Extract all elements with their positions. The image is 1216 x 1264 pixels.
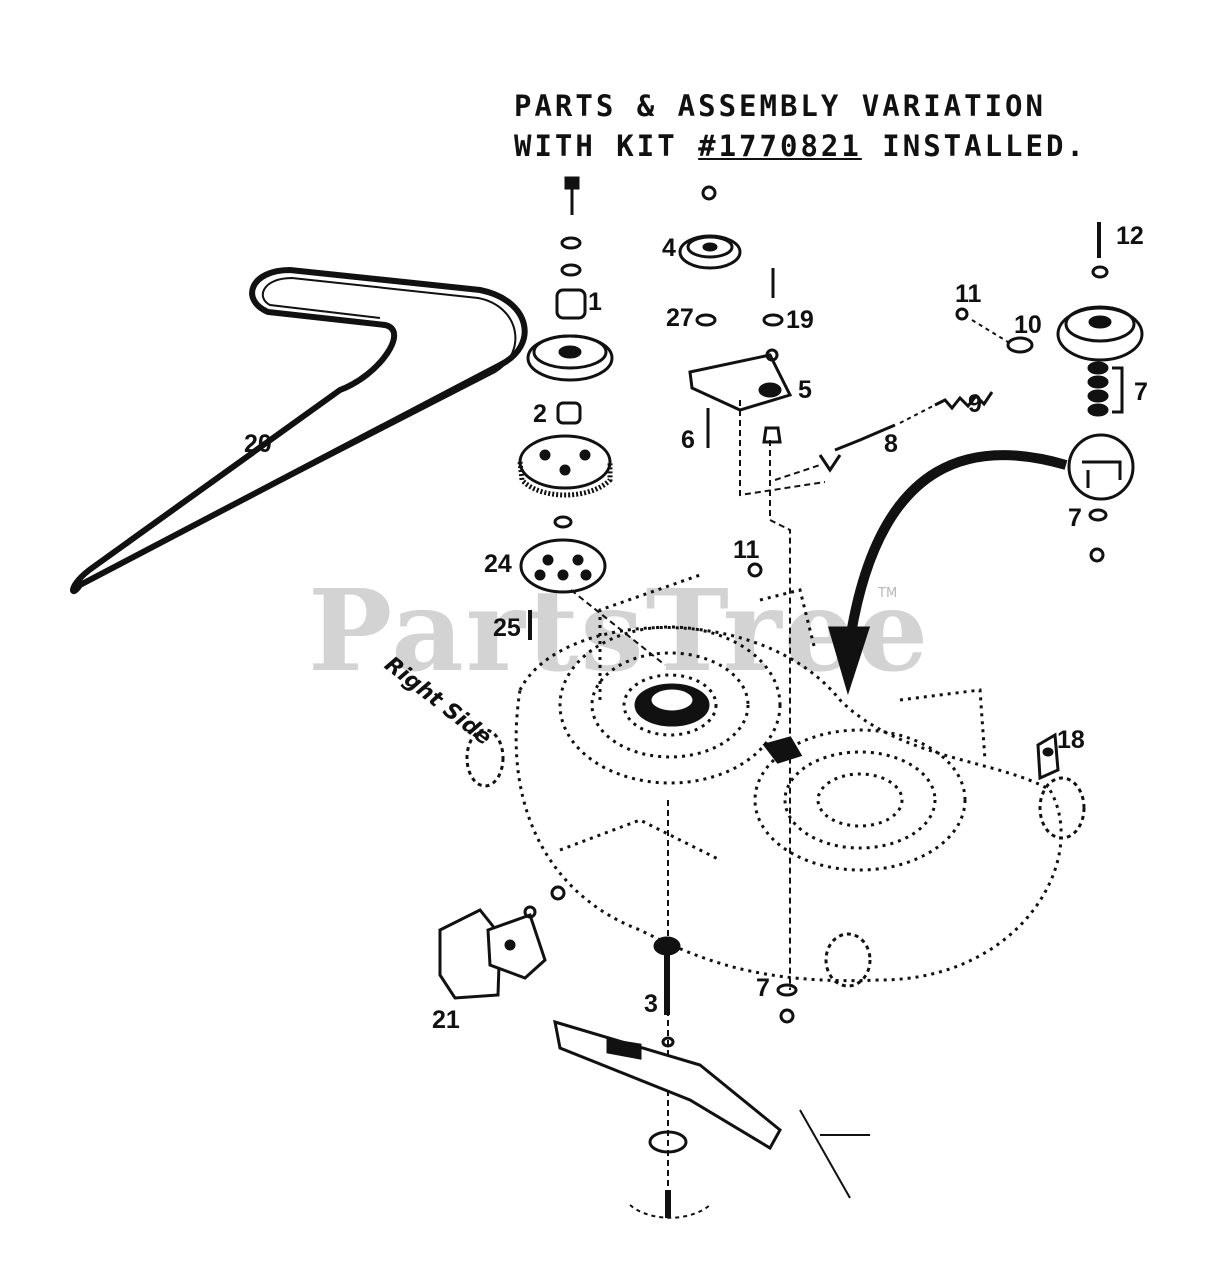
callout-12: 12 [1116,222,1144,250]
callout-4: 4 [662,234,676,262]
spindle-hub [634,683,710,727]
bracket-21 [438,908,502,1000]
heading-line-2: WITH KIT #1770821 INSTALLED. [514,126,1087,166]
nut-11-mid [747,562,763,578]
callout-24: 24 [484,550,512,578]
diagram-heading: PARTS & ASSEMBLY VARIATION WITH KIT #177… [514,86,1087,166]
callout-3: 3 [644,990,658,1018]
pulley-upper [526,334,614,382]
callout-7-right: 7 [1068,504,1082,532]
callout-27: 27 [666,304,694,332]
callout-8: 8 [884,430,898,458]
callout-9: 9 [968,390,982,418]
callout-5: 5 [798,376,812,404]
pulley-lower-gear [517,434,613,498]
pulley-right [1056,305,1144,362]
watermark-trademark: TM [878,586,898,601]
deck-wheel-right [1038,776,1086,840]
plate-24 [519,538,607,594]
deck-wheel-front [824,932,872,988]
callout-19: 19 [786,306,814,334]
watermark-logo: PartsTree [308,566,931,697]
callout-11-top: 11 [955,280,982,308]
callout-10: 10 [1014,311,1042,339]
deck-wheel-left [465,728,505,788]
heading-prefix: WITH KIT [514,129,699,163]
callout-2: 2 [533,400,547,428]
callout-6: 6 [681,426,695,454]
spacer-2 [556,401,582,425]
detail-circle [1067,433,1135,501]
blade-washer [648,1130,688,1154]
belt-20 [70,266,528,595]
callout-20: 20 [244,430,272,458]
small-bracket [762,736,803,764]
rod-8 [818,423,896,473]
spring-9 [934,391,994,411]
callout-1: 1 [588,288,602,316]
callout-25: 25 [493,614,521,642]
spacer-1 [555,288,587,320]
eye-10 [1006,336,1034,354]
heading-suffix: INSTALLED. [861,129,1087,163]
idler-pulley-4 [678,234,742,270]
washer-stack-7 [1087,361,1109,417]
washer-7-bottom [776,983,798,997]
callout-11-mid: 11 [733,536,760,564]
callout-7-bottom: 7 [756,974,770,1002]
kit-number: #1770821 [698,129,862,163]
detail-arrow [845,450,1068,641]
bolt-top-left [564,176,580,215]
nut-11-top [955,307,969,321]
nut-top-idler [701,185,717,201]
callout-7-stack: 7 [1134,378,1148,406]
callout-18: 18 [1057,726,1085,754]
callout-21: 21 [432,1006,460,1034]
heading-line-1: PARTS & ASSEMBLY VARIATION [514,89,1046,123]
mower-deck [514,573,1063,983]
